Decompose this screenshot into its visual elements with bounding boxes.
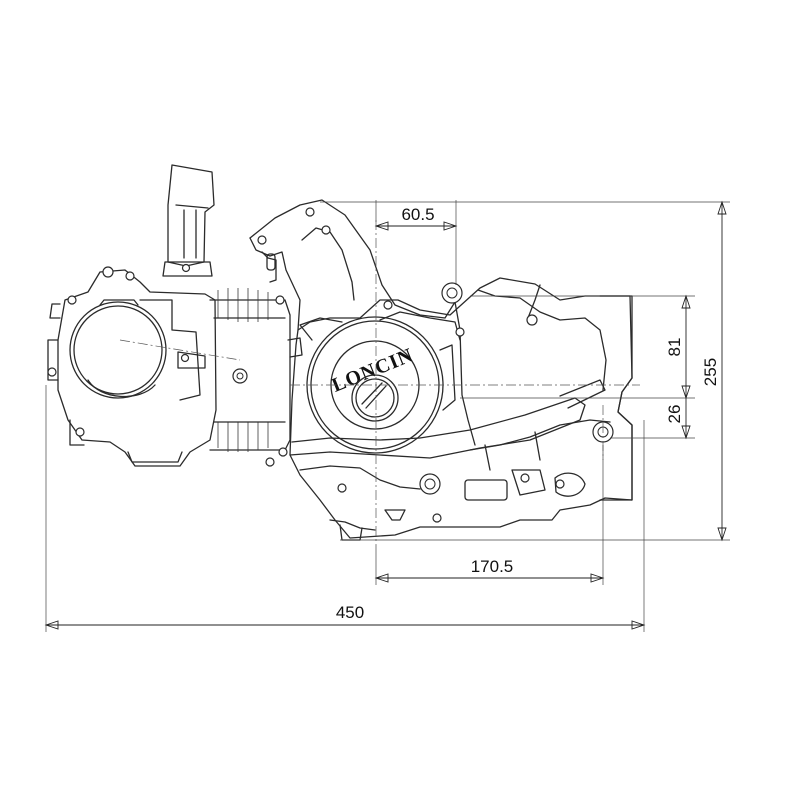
dim-top-offset: 60.5 <box>401 205 434 224</box>
crankcase <box>289 277 633 541</box>
brand-logo: LONCIN <box>329 344 417 397</box>
dim-overall-length: 450 <box>336 603 364 622</box>
flywheel-cover: LONCIN <box>299 316 456 454</box>
cylinder-fins <box>209 288 303 467</box>
dim-vertical-upper: 81 <box>665 338 684 357</box>
dimension-lines <box>44 200 730 632</box>
upper-housing <box>249 199 456 331</box>
dim-overall-height: 255 <box>701 358 720 386</box>
cylinder-head <box>47 266 217 467</box>
intake-pipe <box>162 164 215 277</box>
dimension-labels: 450 170.5 60.5 255 81 26 <box>336 205 720 622</box>
engine-outline: LONCIN <box>47 164 633 541</box>
dim-vertical-lower: 26 <box>665 405 684 424</box>
center-lines <box>119 220 640 545</box>
dim-horizontal-shaft: 170.5 <box>471 557 514 576</box>
rear-plate <box>599 295 633 501</box>
